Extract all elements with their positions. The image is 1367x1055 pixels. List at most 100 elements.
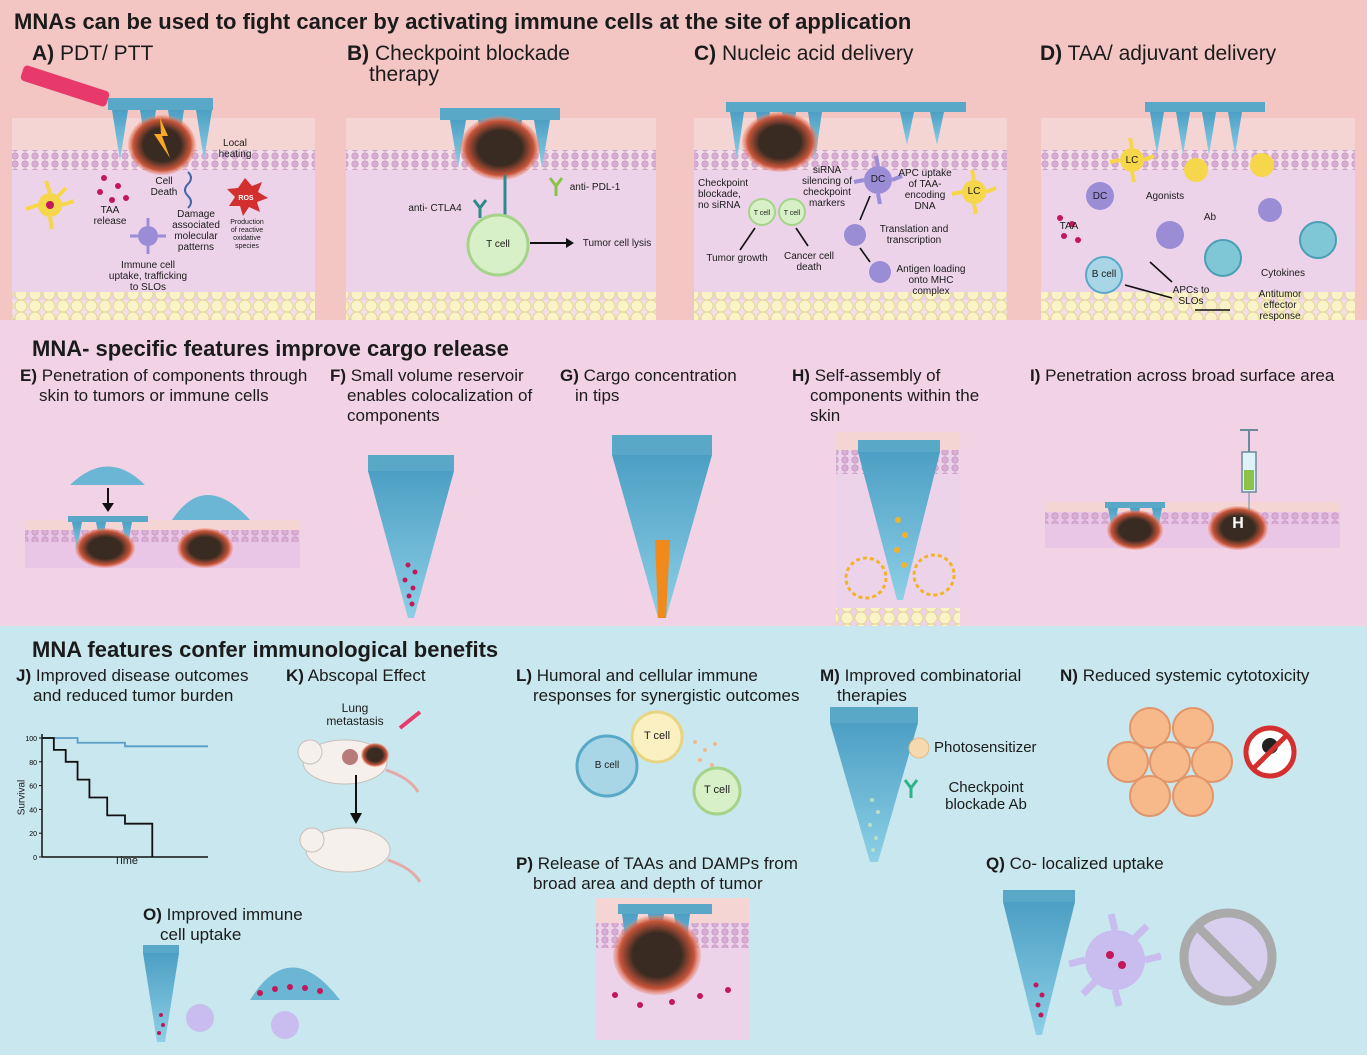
immune-cell-o2 xyxy=(271,1011,299,1039)
apc-q xyxy=(1068,913,1162,1007)
microneedle-array-d xyxy=(1145,102,1265,155)
no-separate-uptake-icon xyxy=(1179,908,1277,1006)
label-antitumor: Antitumor effector response xyxy=(1258,289,1302,322)
cytokine-dots-l xyxy=(693,740,717,767)
panel-i-label: I) Penetration across broad surface area xyxy=(1030,366,1335,385)
label-t-cell-b: T cell xyxy=(486,239,510,250)
langerhans-cell-d xyxy=(1109,137,1155,183)
tumor-c xyxy=(742,112,818,172)
chart-y-tick-label: 20 xyxy=(29,831,37,838)
immune-cell-a xyxy=(130,218,166,254)
label-taa-d: TAA xyxy=(1059,221,1079,232)
label-damage-patterns: Damage associated molecular patterns xyxy=(172,209,220,253)
mouse-lower xyxy=(299,827,422,883)
lightning-icon xyxy=(154,118,170,158)
laser-k xyxy=(398,710,422,730)
label-taa-release: TAA release xyxy=(93,205,127,227)
chart-y-tick-label: 40 xyxy=(29,807,37,814)
label-tumor-lysis: Tumor cell lysis xyxy=(582,238,652,249)
label-checkpoint-no-sirna: Checkpoint blockade, no siRNA xyxy=(698,178,749,211)
chart-y-tick-label: 60 xyxy=(29,784,37,791)
label-dc-c: DC xyxy=(870,174,886,185)
label-ab: Ab xyxy=(1203,212,1217,223)
t-cell-l1 xyxy=(630,710,684,764)
t-cell-b xyxy=(466,213,530,277)
label-t-cell-c2: T cell xyxy=(783,210,801,217)
label-immune-uptake: Immune cell uptake, trafficking to SLOs xyxy=(108,260,188,293)
label-agonists: Agonists xyxy=(1145,191,1185,202)
label-apcs-slos: APCs to SLOs xyxy=(1172,285,1210,307)
chart-series-1 xyxy=(42,737,208,748)
section-title-mechanism: MNAs can be used to fight cancer by acti… xyxy=(14,9,912,34)
microneedle-h xyxy=(858,440,940,600)
chart-y-label: Survival xyxy=(16,779,28,816)
label-lung-metastasis: Lung metastasis xyxy=(326,701,384,728)
microneedle-q xyxy=(1003,890,1075,1035)
immune-cell-o1 xyxy=(186,1004,214,1032)
chart-series-2 xyxy=(42,737,154,857)
panel-d-label: D) TAA/ adjuvant delivery xyxy=(1040,42,1277,65)
label-t-cell-l1: T cell xyxy=(643,730,671,742)
healthy-cell-cluster xyxy=(1107,707,1233,817)
microneedle-o xyxy=(143,945,179,1042)
taa-dots-p xyxy=(612,987,731,1008)
apc-c1 xyxy=(844,224,866,246)
apc-c2 xyxy=(869,261,891,283)
antibody-pdl1-icon xyxy=(548,177,564,196)
chart-y-tick-label: 0 xyxy=(33,855,37,862)
microneedle-f xyxy=(368,455,454,618)
label-anti-ctla4: anti- CTLA4 xyxy=(408,203,462,214)
b-cell-l xyxy=(575,734,639,798)
label-cancer-death: Cancer cell death xyxy=(783,251,835,273)
label-apc-uptake: APC uptake of TAA- encoding DNA xyxy=(898,168,952,212)
taa-dots-d xyxy=(1057,215,1081,243)
label-tumor-growth: Tumor growth xyxy=(706,253,768,264)
cell-d2 xyxy=(1299,221,1337,259)
panel-c-label: C) Nucleic acid delivery xyxy=(694,42,914,65)
label-h-tumor: H xyxy=(1232,515,1244,532)
microneedle-m xyxy=(830,707,918,862)
t-cell-l2 xyxy=(692,766,742,816)
label-sirna-silencing: siRNA silencing of checkpoint markers xyxy=(801,165,853,209)
section-title-cargo: MNA- specific features improve cargo rel… xyxy=(32,336,509,361)
skin-strip-e xyxy=(25,520,300,568)
tumor-e2 xyxy=(177,528,233,568)
label-t-cell-l2: T cell xyxy=(703,784,731,796)
panel-k-label: K) Abscopal Effect xyxy=(286,666,426,685)
apc-cells-d xyxy=(1086,153,1282,249)
dissolving-patch-o xyxy=(250,967,340,1000)
checkpoint-antibody-icon xyxy=(903,779,919,798)
t-cell-c1 xyxy=(748,198,776,226)
label-anti-pdl1: anti- PDL-1 xyxy=(569,182,621,193)
langerhans-cell-c xyxy=(951,169,997,215)
chart-y-tick-label: 100 xyxy=(25,736,37,743)
label-b-cell-l: B cell xyxy=(594,760,620,771)
syringe-icon xyxy=(1240,429,1258,510)
label-translation: Translation and transcription xyxy=(879,224,949,246)
tumor-i1 xyxy=(1107,510,1163,550)
label-dc-d: DC xyxy=(1092,191,1108,202)
photosensitizer-icon xyxy=(908,737,930,759)
label-ros: ROS xyxy=(238,195,254,202)
panel-q-label: Q) Co- localized uptake xyxy=(986,854,1164,873)
micelle-h1 xyxy=(844,556,888,600)
label-antigen-loading: Antigen loading onto MHC complex xyxy=(896,264,966,297)
t-cell-c2 xyxy=(778,198,806,226)
label-t-cell-c1: T cell xyxy=(753,210,771,217)
tumor-i2 xyxy=(1208,506,1268,550)
microneedle-g xyxy=(612,435,712,618)
cargo-dots-f xyxy=(402,562,418,607)
cell-d1 xyxy=(1204,239,1242,277)
dissolving-patch-e2 xyxy=(172,495,250,520)
dendritic-cell-a xyxy=(25,180,75,230)
label-b-cell-d: B cell xyxy=(1091,269,1117,280)
